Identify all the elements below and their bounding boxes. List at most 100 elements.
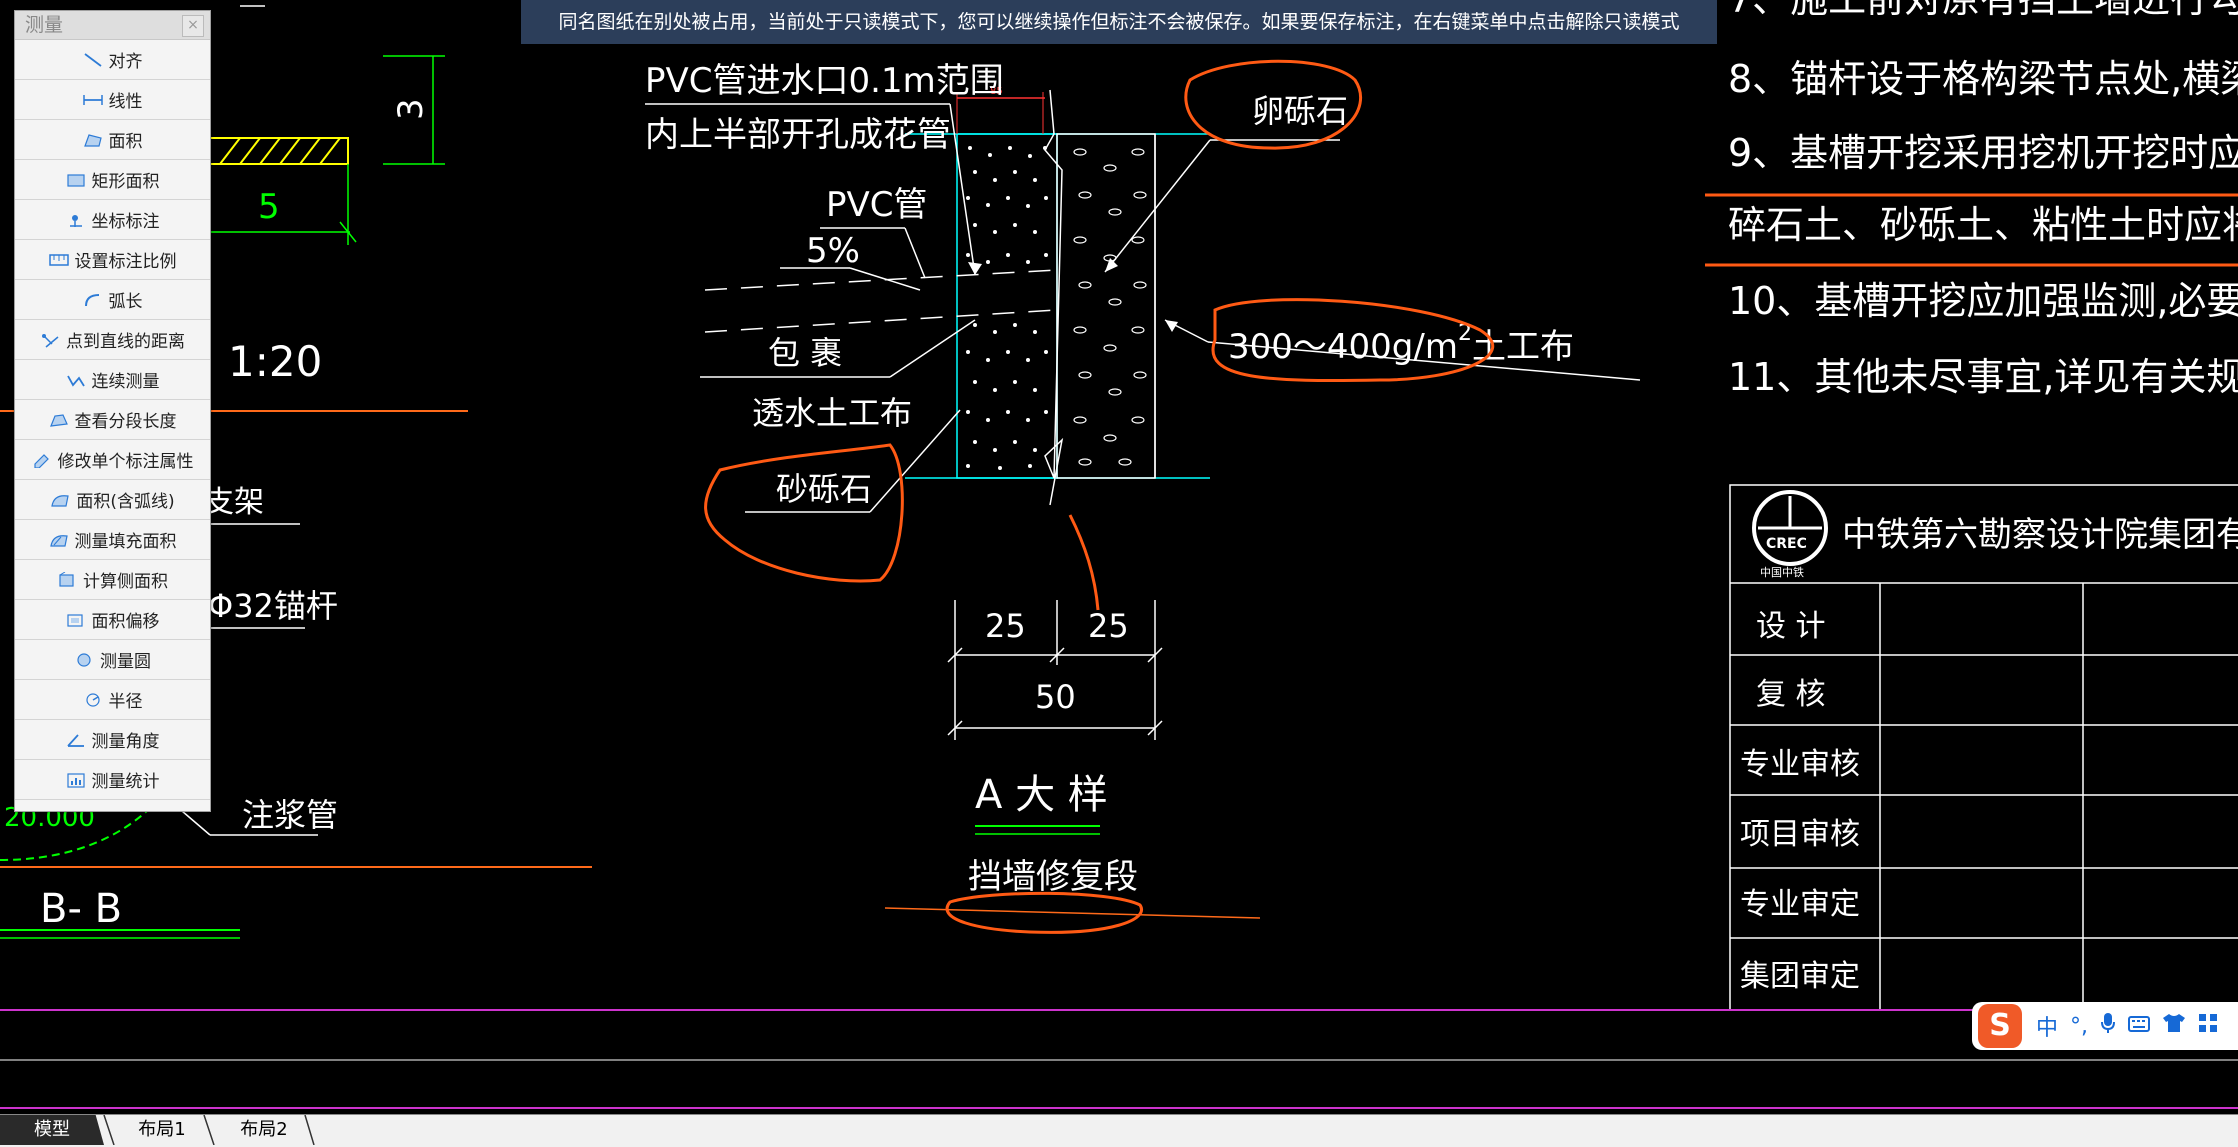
- markup-annotations: [704, 59, 2238, 934]
- measure-panel-header[interactable]: 测量 ×: [15, 11, 210, 40]
- geotextile-permeable-label: 透水土工布: [752, 394, 912, 432]
- measure-item-segment-length[interactable]: 查看分段长度: [15, 400, 210, 440]
- pvc-note-line1: PVC管进水口0.1m范围: [645, 61, 1004, 101]
- side-area-icon: [59, 571, 74, 587]
- point-line-distance-icon: [42, 333, 59, 348]
- circle-icon: [77, 652, 91, 667]
- statistics-icon: [66, 772, 85, 788]
- tab-dividers: [103, 1115, 315, 1145]
- arc-area-icon: [51, 494, 70, 507]
- measure-item-label: 连续测量: [91, 372, 160, 392]
- note-7: 7、施工前对原有挡土墙进行勾缝抹面,对破裂: [1728, 0, 2238, 21]
- measure-item-continuous-measure[interactable]: 连续测量: [15, 360, 210, 400]
- pvc-pipe-label: PVC管: [826, 185, 928, 225]
- measure-item-label: 计算侧面积: [83, 572, 168, 592]
- row-project-review: 项目审核: [1740, 817, 1860, 852]
- measure-item-aligned-dimension[interactable]: 对齐: [15, 40, 210, 80]
- detail-a-subtitle: 挡墙修复段: [968, 857, 1138, 897]
- row-design: 设 计: [1756, 609, 1826, 644]
- rectangle-area-icon: [66, 173, 85, 187]
- measure-item-label: 修改单个标注属性: [57, 452, 194, 472]
- measure-item-label: 面积(含弧线): [76, 492, 175, 512]
- row-group-approve: 集团审定: [1740, 959, 1860, 994]
- measure-item-label: 测量角度: [91, 732, 160, 752]
- note-11: 11、其他未尽事宜,详见有关规范、标准执行。: [1728, 355, 2238, 399]
- tab-layout1[interactable]: 布局1: [138, 1119, 186, 1140]
- skin-icon[interactable]: [2162, 1013, 2186, 1039]
- measure-item-scale[interactable]: 设置标注比例: [15, 240, 210, 280]
- measure-item-radius[interactable]: 半径: [15, 680, 210, 720]
- measure-item-label: 测量圆: [100, 652, 151, 672]
- measure-item-arc-length[interactable]: 弧长: [15, 280, 210, 320]
- grid-icon[interactable]: [2198, 1013, 2218, 1039]
- readonly-banner: 同名图纸在别处被占用，当前处于只读模式下，您可以继续操作但标注不会被保存。如果要…: [521, 0, 1717, 44]
- measure-item-label: 查看分段长度: [74, 412, 177, 432]
- sogou-logo-icon[interactable]: S: [1978, 1004, 2022, 1048]
- measure-item-arc-area[interactable]: 面积(含弧线): [15, 480, 210, 520]
- tab-model[interactable]: 模型: [0, 1115, 104, 1145]
- section-bb-label: B- B: [40, 886, 122, 932]
- keyboard-icon[interactable]: [2128, 1014, 2151, 1039]
- note-8: 8、锚杆设于格构梁节点处,横梁应水平布置。: [1728, 57, 2238, 101]
- pvc-note-line2: 内上半部开孔成花管: [645, 115, 951, 155]
- measure-item-label: 面积偏移: [91, 612, 160, 632]
- tab-layout2[interactable]: 布局2: [240, 1119, 288, 1140]
- dim-3-label: 3: [391, 98, 431, 120]
- dim-25b-label: 25: [1088, 607, 1129, 645]
- note-9-cont: 碎石土、砂砾土、粘性土时应将其整平夯实。: [1728, 203, 2238, 247]
- measure-item-hatch-area[interactable]: 测量填充面积: [15, 520, 210, 560]
- measure-item-side-area[interactable]: 计算侧面积: [15, 560, 210, 600]
- measure-item-circle[interactable]: 测量圆: [15, 640, 210, 680]
- radius-icon: [85, 692, 100, 707]
- measure-item-label: 面积: [108, 132, 143, 152]
- dim-5-label: 5: [258, 187, 280, 227]
- measure-item-linear-dimension[interactable]: 线性: [15, 80, 210, 120]
- wrap-label: 包 裹: [768, 334, 842, 372]
- measure-item-edit-dimension[interactable]: 修改单个标注属性: [15, 440, 210, 480]
- measure-panel-title: 测量: [25, 14, 64, 36]
- hatch-area-icon: [49, 534, 68, 547]
- measure-item-label: 设置标注比例: [74, 252, 177, 272]
- dim-85-label: 85: [990, 86, 1003, 97]
- note-9: 9、基槽开挖采用挖机开挖时应专人指挥,防止: [1728, 131, 2238, 175]
- svg-text:中国中铁: 中国中铁: [1760, 566, 1804, 579]
- measure-item-angle[interactable]: 测量角度: [15, 720, 210, 760]
- measure-item-statistics[interactable]: 测量统计: [15, 760, 210, 800]
- detail-a-title: A 大 样: [975, 772, 1108, 818]
- edit-dimension-icon: [33, 453, 49, 468]
- mic-icon[interactable]: [2100, 1012, 2116, 1040]
- measure-item-label: 线性: [108, 92, 143, 112]
- dim-50-label: 50: [1035, 678, 1076, 716]
- measure-item-label: 对齐: [108, 52, 143, 72]
- row-specialty-review: 专业审核: [1740, 747, 1860, 782]
- note-10: 10、基槽开挖应加强监测,必要时采用临时加固: [1728, 279, 2238, 323]
- detail-a-drawing: 85 PVC管进水口0.1m范围 内上半部开孔成花管 PVC管 5% 包 裹 透…: [645, 61, 1641, 919]
- geotextile-spec-label: 300～400g/m2土工布: [1228, 321, 1574, 367]
- measure-item-rectangle-area[interactable]: 矩形面积: [15, 160, 210, 200]
- coordinate-icon: [69, 214, 82, 227]
- ime-punctuation-toggle[interactable]: °,: [2070, 1013, 2089, 1039]
- measure-item-area-offset[interactable]: 面积偏移: [15, 600, 210, 640]
- gravel-sand-label: 砂砾石: [776, 470, 872, 508]
- continuous-measure-icon: [66, 375, 85, 387]
- anchor-label: Φ32锚杆: [208, 587, 338, 625]
- row-review: 复 核: [1756, 677, 1826, 712]
- slope-label: 5%: [806, 231, 860, 271]
- measure-item-label: 坐标标注: [91, 212, 160, 232]
- measure-item-label: 测量填充面积: [74, 532, 177, 552]
- close-button[interactable]: ×: [182, 15, 204, 37]
- measure-item-area[interactable]: 面积: [15, 120, 210, 160]
- measure-item-label: 半径: [108, 692, 143, 712]
- cobble-label: 卵砾石: [1252, 92, 1348, 130]
- measure-item-point-line-distance[interactable]: 点到直线的距离: [15, 320, 210, 360]
- svg-text:CREC: CREC: [1766, 536, 1807, 552]
- aligned-dimension-icon: [83, 52, 102, 67]
- general-notes: 7、施工前对原有挡土墙进行勾缝抹面,对破裂 8、锚杆设于格构梁节点处,横梁应水平…: [1728, 0, 2238, 399]
- ime-language-toggle[interactable]: 中: [2036, 1016, 2059, 1041]
- measure-item-label: 弧长: [108, 292, 143, 312]
- grout-pipe-label: 注浆管: [242, 796, 338, 834]
- area-icon: [83, 133, 102, 147]
- measure-item-coordinate[interactable]: 坐标标注: [15, 200, 210, 240]
- measure-item-label: 测量统计: [91, 772, 160, 792]
